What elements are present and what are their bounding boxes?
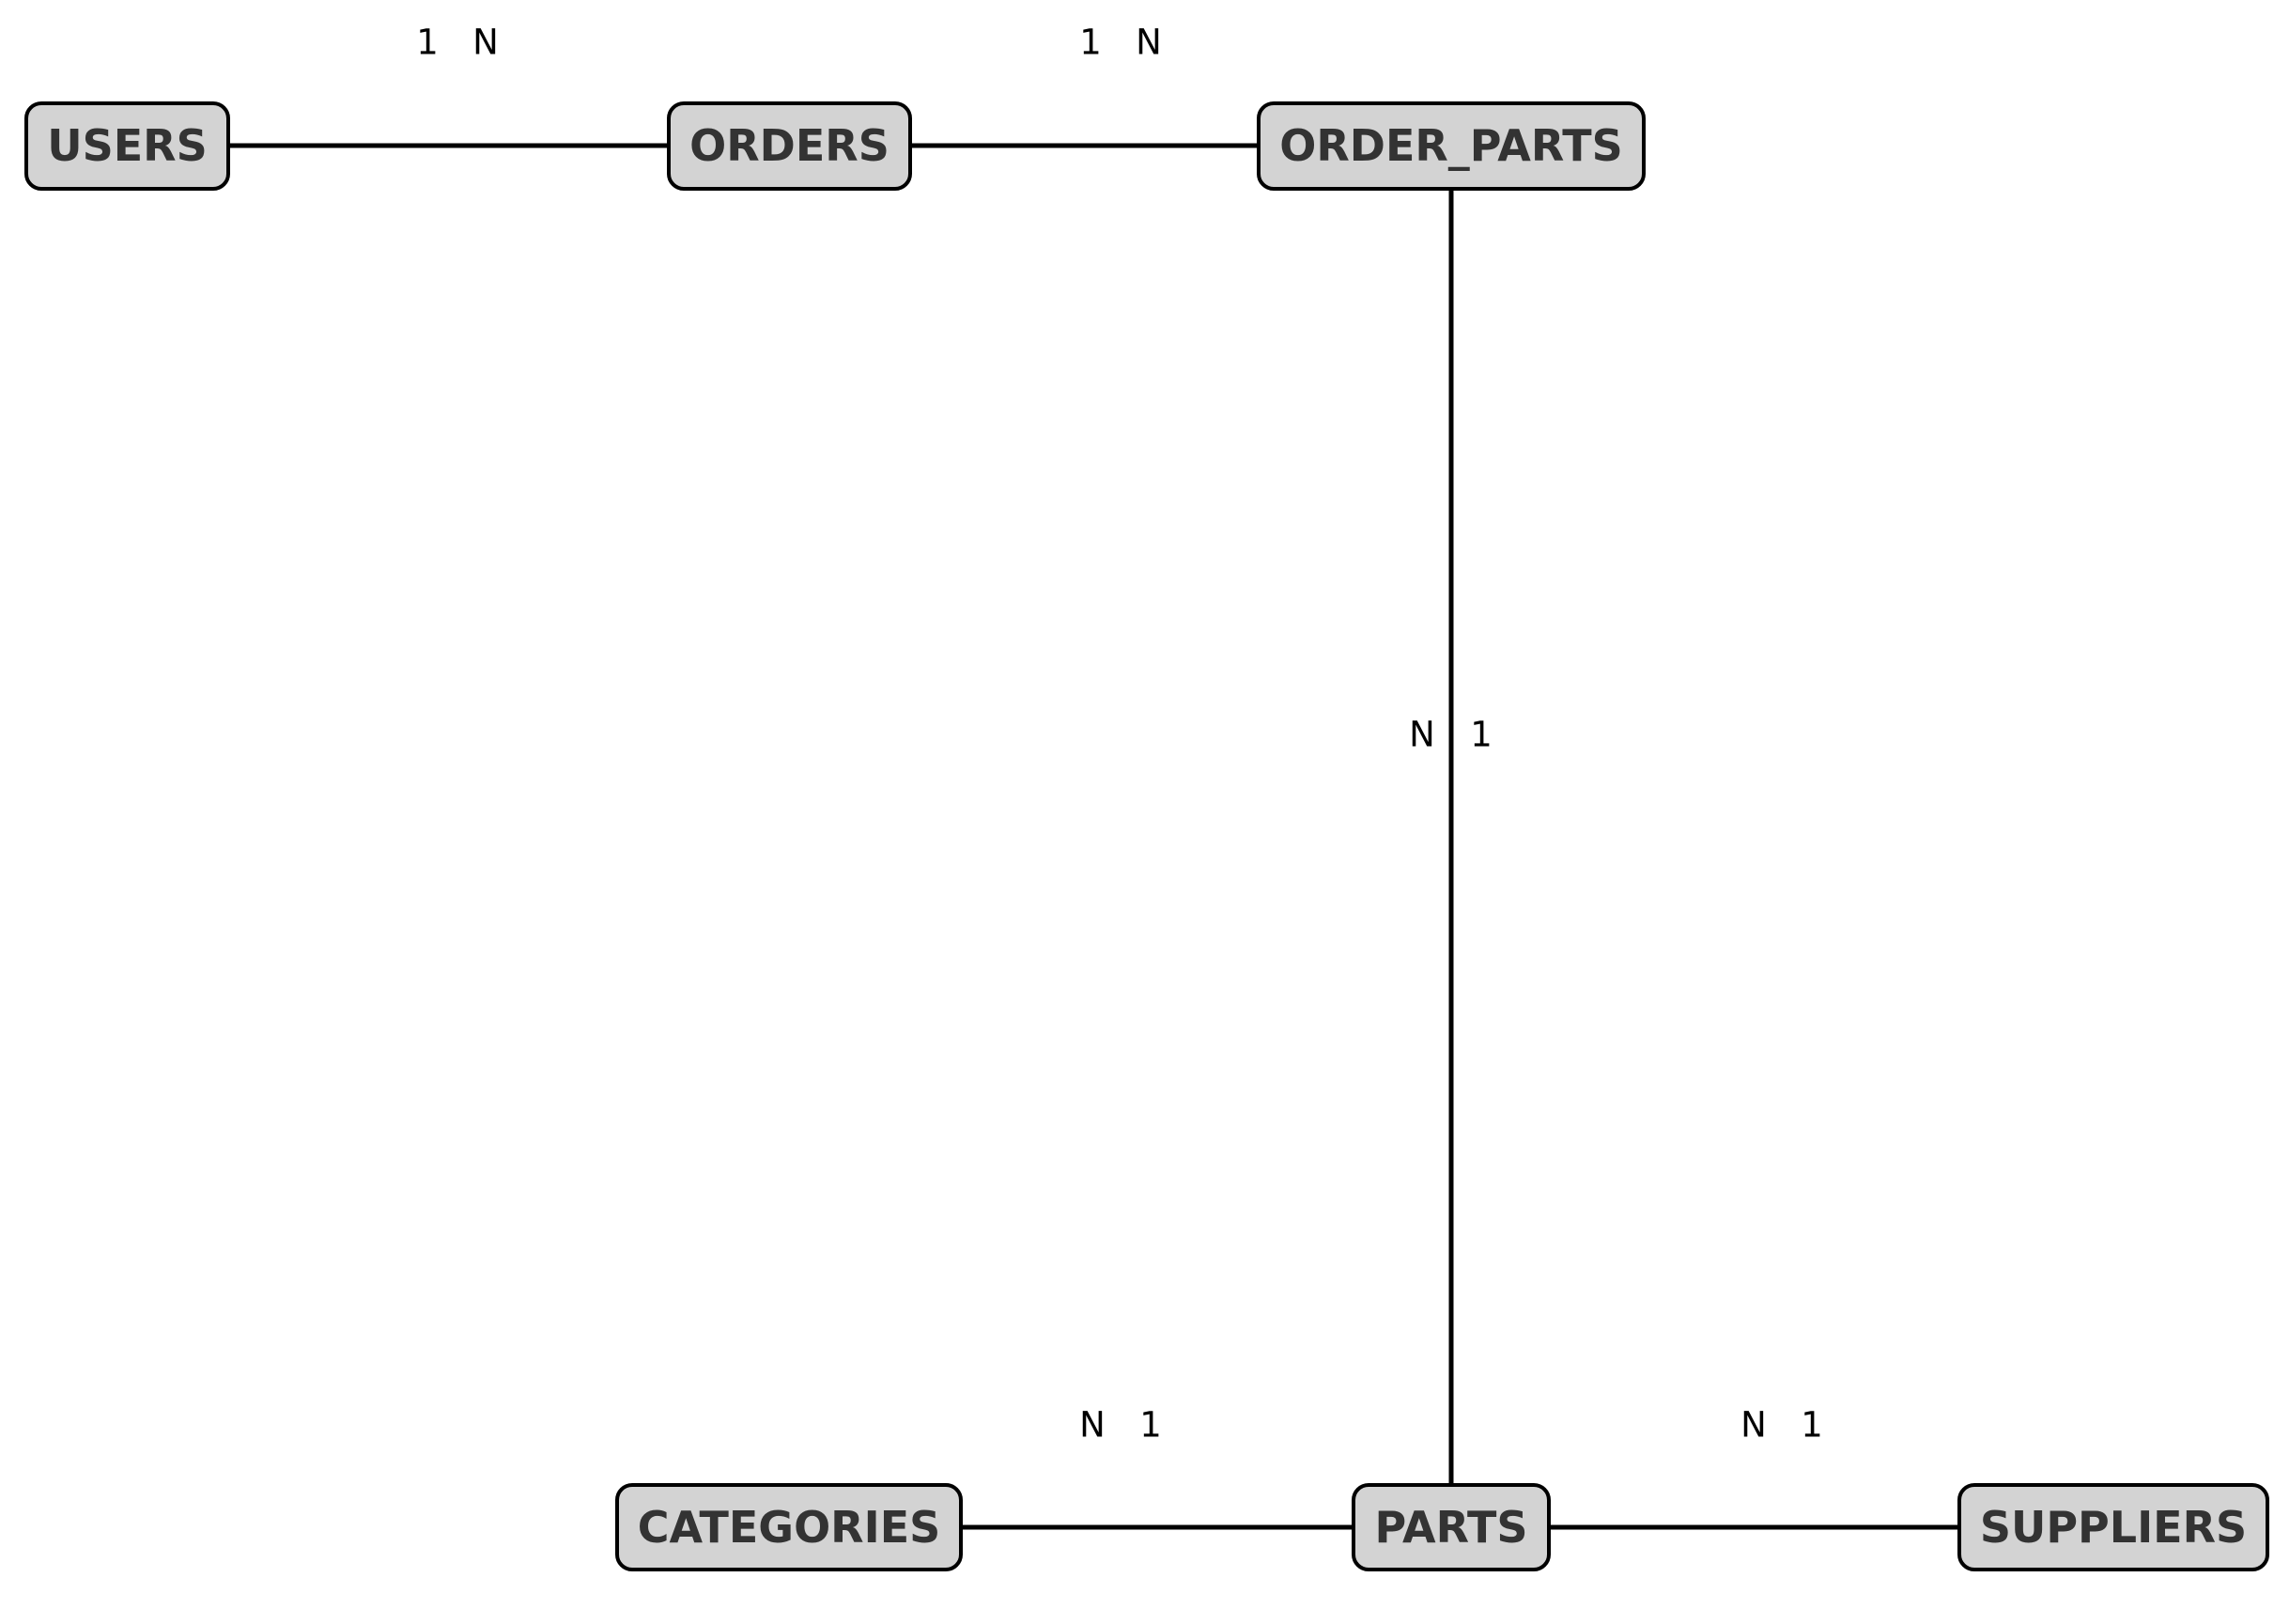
cardinality-users-orders-from: 1 — [416, 23, 439, 63]
entity-order-parts-label: ORDER_PARTS — [1279, 120, 1623, 171]
entity-parts[interactable]: PARTS — [1352, 1483, 1551, 1571]
entity-parts-label: PARTS — [1375, 1502, 1528, 1553]
cardinality-orders-order-parts-from: 1 — [1079, 23, 1102, 63]
entity-suppliers-label: SUPPLIERS — [1980, 1502, 2247, 1553]
entity-categories[interactable]: CATEGORIES — [615, 1483, 963, 1571]
cardinality-categories-parts-to: 1 — [1139, 1405, 1162, 1446]
entity-users-label: USERS — [47, 120, 207, 171]
entity-orders-label: ORDERS — [689, 120, 889, 171]
cardinality-categories-parts-from: N — [1079, 1405, 1106, 1446]
entity-users-box — [24, 101, 230, 191]
entity-order-parts[interactable]: ORDER_PARTS — [1257, 101, 1646, 191]
entity-orders[interactable]: ORDERS — [667, 101, 912, 191]
entity-parts-box — [1352, 1483, 1551, 1571]
cardinality-order-parts-parts-from: N — [1409, 715, 1435, 755]
cardinality-users-orders-to: N — [472, 23, 499, 63]
entity-users[interactable]: USERS — [24, 101, 230, 191]
cardinality-orders-order-parts-to: N — [1136, 23, 1162, 63]
entity-suppliers[interactable]: SUPPLIERS — [1957, 1483, 2269, 1571]
entity-orders-box — [667, 101, 912, 191]
entity-categories-box — [615, 1483, 963, 1571]
entity-categories-label: CATEGORIES — [638, 1502, 941, 1553]
cardinality-parts-suppliers-to: 1 — [1801, 1405, 1823, 1446]
cardinality-order-parts-parts-to: 1 — [1470, 715, 1493, 755]
entity-order-parts-box — [1257, 101, 1646, 191]
entity-suppliers-box — [1957, 1483, 2269, 1571]
cardinality-parts-suppliers-from: N — [1740, 1405, 1767, 1446]
